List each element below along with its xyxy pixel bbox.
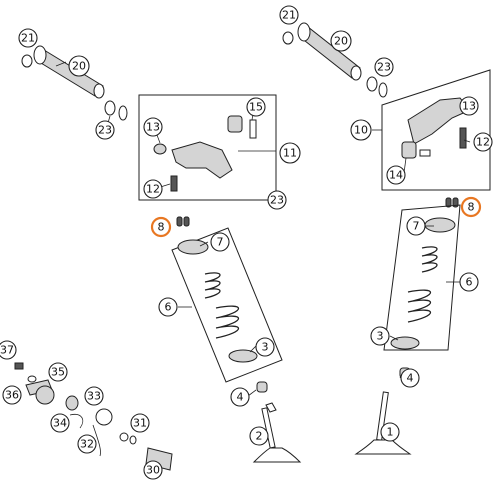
svg-text:12: 12 (146, 183, 160, 196)
callout-4a: 4 (230, 387, 250, 407)
svg-text:8: 8 (468, 201, 475, 214)
svg-text:7: 7 (413, 220, 420, 233)
svg-text:12: 12 (476, 136, 490, 149)
svg-text:36: 36 (5, 389, 19, 402)
small-parts-cluster (14, 362, 173, 471)
rocker-group-right (381, 69, 491, 191)
svg-text:1: 1 (387, 426, 394, 439)
callout-30: 30 (143, 460, 163, 480)
svg-text:30: 30 (146, 464, 160, 477)
svg-text:20: 20 (72, 60, 86, 73)
callout-37: 37 (0, 340, 17, 360)
svg-text:2: 2 (256, 430, 263, 443)
svg-text:8: 8 (158, 221, 165, 234)
svg-text:31: 31 (133, 417, 147, 430)
svg-text:10: 10 (354, 124, 368, 137)
callout-13b: 13 (459, 96, 479, 116)
callout-6b: 6 (459, 272, 479, 292)
callout-23a: 23 (95, 120, 115, 140)
callout-8b: 8 (460, 196, 482, 218)
callout-1: 1 (380, 422, 400, 442)
callout-7b: 7 (406, 216, 426, 236)
svg-text:23: 23 (270, 194, 284, 207)
svg-text:11: 11 (283, 147, 297, 160)
callout-20a: 20 (68, 55, 90, 77)
valve-left (252, 381, 302, 463)
callout-33: 33 (84, 386, 104, 406)
callout-23c: 23 (374, 57, 394, 77)
callout-10: 10 (350, 119, 372, 141)
callout-34: 34 (50, 413, 70, 433)
callout-11: 11 (279, 142, 301, 164)
callout-23b: 23 (267, 190, 287, 210)
callout-14: 14 (386, 165, 406, 185)
svg-text:32: 32 (80, 438, 94, 451)
svg-text:6: 6 (466, 276, 473, 289)
callout-32: 32 (77, 434, 97, 454)
svg-text:3: 3 (262, 341, 269, 354)
svg-text:21: 21 (21, 32, 35, 45)
callout-21b: 21 (279, 5, 299, 25)
callout-15: 15 (246, 97, 266, 117)
svg-text:14: 14 (389, 169, 403, 182)
callout-12a: 12 (143, 179, 163, 199)
callout-8a: 8 (150, 216, 172, 238)
svg-text:35: 35 (51, 366, 65, 379)
callout-35: 35 (48, 362, 68, 382)
svg-text:20: 20 (334, 35, 348, 48)
rocker-group-left (138, 94, 277, 201)
callout-3a: 3 (255, 337, 275, 357)
callout-20b: 20 (330, 30, 352, 52)
valve-cotters-right (445, 197, 459, 208)
svg-text:4: 4 (407, 372, 414, 385)
svg-text:23: 23 (98, 124, 112, 137)
callout-3b: 3 (370, 326, 390, 346)
svg-text:6: 6 (165, 301, 172, 314)
svg-text:15: 15 (249, 101, 263, 114)
svg-text:23: 23 (377, 61, 391, 74)
svg-text:4: 4 (237, 391, 244, 404)
callout-36: 36 (2, 385, 22, 405)
svg-text:13: 13 (146, 121, 160, 134)
callout-4b: 4 (400, 368, 420, 388)
svg-text:37: 37 (0, 344, 14, 357)
callout-6a: 6 (158, 297, 178, 317)
rocker-shaft-right (282, 22, 388, 98)
spring-group-right (383, 204, 461, 351)
callout-13a: 13 (143, 117, 163, 137)
rocker-shaft-left (21, 45, 128, 121)
svg-text:21: 21 (282, 9, 296, 22)
svg-text:3: 3 (377, 330, 384, 343)
spring-group-left (171, 227, 283, 383)
svg-text:34: 34 (53, 417, 67, 430)
svg-text:13: 13 (462, 100, 476, 113)
valve-cotters-left (176, 216, 190, 227)
callout-7a: 7 (210, 232, 230, 252)
callout-21a: 21 (18, 28, 38, 48)
callout-12b: 12 (473, 132, 493, 152)
svg-text:7: 7 (217, 236, 224, 249)
callout-2: 2 (249, 426, 269, 446)
svg-text:33: 33 (87, 390, 101, 403)
callout-31: 31 (130, 413, 150, 433)
